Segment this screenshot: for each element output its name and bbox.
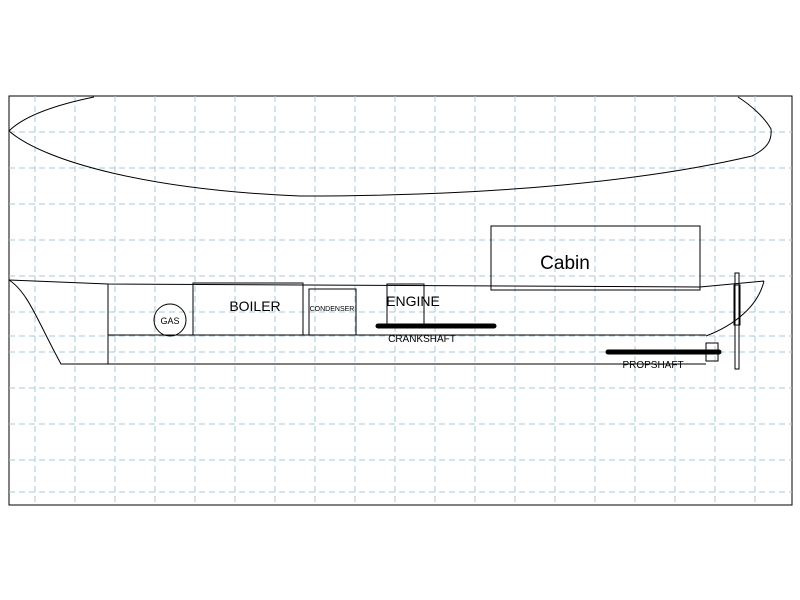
stern-bearing (705, 342, 719, 362)
hull-top-view-outline (8, 96, 772, 197)
rudder-blade (733, 284, 741, 326)
gas-tank (153, 303, 187, 337)
rudder-post (734, 272, 740, 370)
condenser-label: CONDENSER (310, 306, 355, 313)
boiler-label: BOILER (229, 298, 280, 314)
cabin-box (490, 225, 701, 291)
stern-curve (705, 280, 765, 337)
engine-label: ENGINE (386, 293, 440, 309)
gas-label: GAS (160, 316, 179, 326)
condenser-box (308, 288, 357, 336)
hull-side-outline (8, 279, 706, 365)
cabin-label: Cabin (540, 253, 590, 274)
diagram-frame (8, 95, 793, 506)
boiler-box (192, 282, 304, 336)
deck-line (8, 279, 765, 288)
grid (9, 96, 792, 505)
crankshaft-label: CRANKSHAFT (388, 334, 456, 345)
propshaft-label: PROPSHAFT (622, 360, 683, 371)
